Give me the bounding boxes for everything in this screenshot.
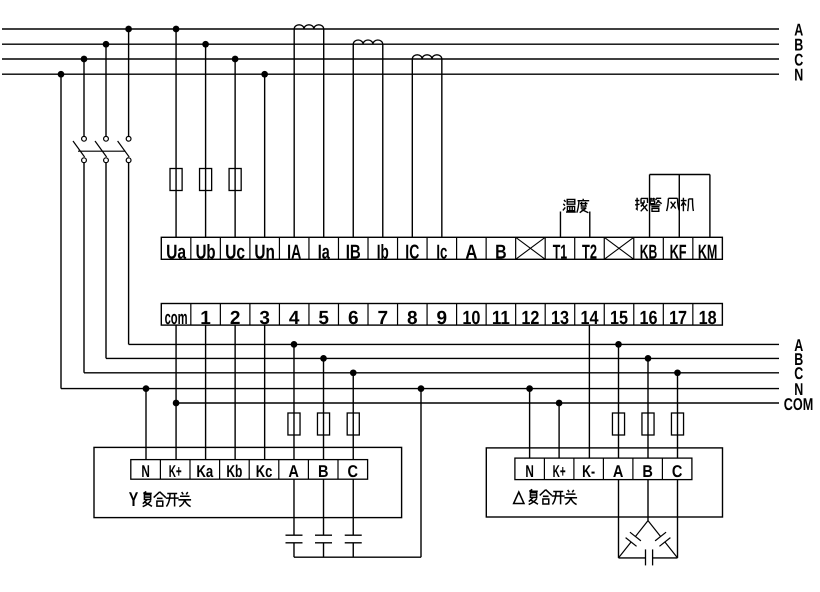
svg-text:A: A (288, 462, 299, 481)
svg-text:KB: KB (640, 241, 658, 263)
svg-text:16: 16 (640, 308, 658, 329)
svg-text:IC: IC (405, 241, 419, 263)
svg-text:N: N (525, 462, 534, 481)
svg-text:7: 7 (377, 308, 388, 329)
svg-text:Ka: Ka (196, 462, 213, 481)
svg-text:1: 1 (200, 308, 211, 329)
svg-text:5: 5 (318, 308, 329, 329)
svg-text:T1: T1 (553, 241, 568, 263)
svg-text:Un: Un (254, 241, 275, 263)
svg-text:Ia: Ia (318, 241, 331, 263)
svg-text:K+: K+ (553, 462, 566, 481)
svg-text:IB: IB (346, 241, 361, 263)
svg-text:B: B (642, 462, 653, 481)
svg-text:B: B (318, 462, 329, 481)
svg-text:Ub: Ub (196, 241, 216, 263)
svg-text:17: 17 (669, 308, 687, 329)
svg-text:10: 10 (462, 308, 480, 329)
svg-text:A: A (613, 462, 624, 481)
svg-text:C: C (794, 50, 803, 69)
svg-text:12: 12 (521, 308, 539, 329)
svg-text:C: C (672, 462, 683, 481)
svg-text:KF: KF (670, 241, 687, 263)
svg-text:A: A (465, 241, 477, 263)
svg-text:2: 2 (230, 308, 241, 329)
svg-text:Kb: Kb (226, 462, 242, 481)
svg-text:Ua: Ua (166, 241, 187, 263)
svg-text:Kc: Kc (256, 462, 273, 481)
svg-text:13: 13 (551, 308, 569, 329)
svg-text:4: 4 (289, 308, 300, 329)
svg-text:T2: T2 (582, 241, 597, 263)
svg-text:N: N (794, 380, 803, 399)
svg-text:Uc: Uc (225, 241, 245, 263)
svg-text:A: A (794, 20, 803, 39)
svg-text:18: 18 (699, 308, 717, 329)
svg-text:8: 8 (407, 308, 418, 329)
svg-text:Y: Y (129, 489, 139, 511)
svg-text:IA: IA (287, 241, 301, 263)
svg-text:Ib: Ib (377, 241, 389, 263)
svg-text:3: 3 (259, 308, 270, 329)
svg-text:N: N (794, 66, 803, 85)
svg-text:Ic: Ic (436, 241, 447, 263)
svg-text:N: N (141, 462, 150, 481)
svg-text:9: 9 (437, 308, 448, 329)
svg-text:COM: COM (784, 395, 814, 414)
svg-text:com: com (165, 308, 188, 329)
svg-text:C: C (794, 364, 803, 383)
svg-text:KM: KM (698, 241, 718, 263)
svg-text:B: B (794, 36, 803, 55)
svg-text:6: 6 (348, 308, 359, 329)
svg-text:B: B (495, 241, 507, 263)
svg-text:11: 11 (492, 308, 510, 329)
svg-text:A: A (794, 336, 803, 355)
svg-text:14: 14 (580, 308, 598, 329)
svg-text:K-: K- (582, 462, 595, 481)
svg-text:B: B (794, 350, 803, 369)
svg-text:15: 15 (610, 308, 628, 329)
svg-text:K+: K+ (169, 462, 182, 481)
svg-text:C: C (348, 462, 359, 481)
